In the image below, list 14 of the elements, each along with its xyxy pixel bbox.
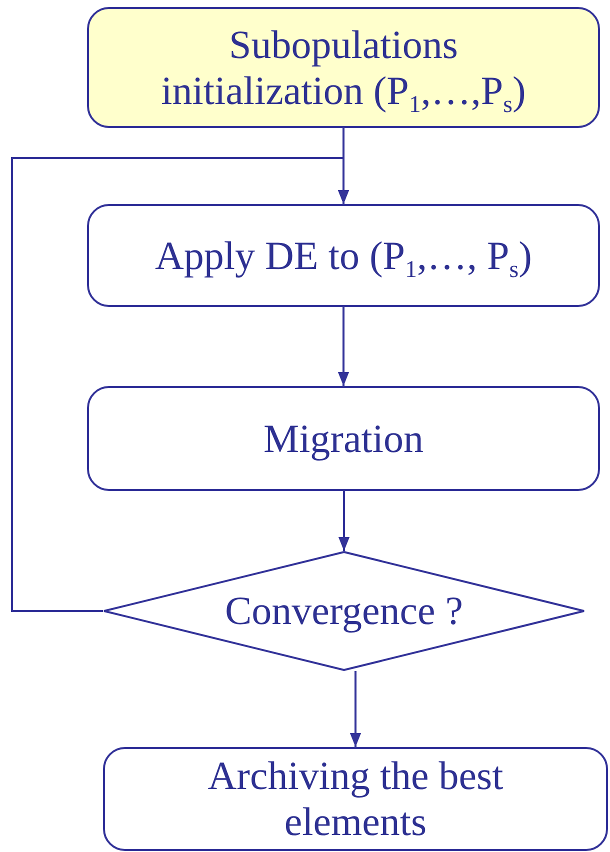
process-box <box>87 204 600 307</box>
node-text: Subopulations initialization (P$_{1}$,…,P$_{s}$) <box>160 22 527 114</box>
node-text: Migration <box>264 416 424 462</box>
process-box <box>87 386 600 491</box>
process-box <box>103 747 608 851</box>
node-text: Apply DE to (P$_{1}$,…, P$_{s}$) <box>155 232 532 278</box>
node-text: Archiving the best elements <box>206 753 504 845</box>
arrow <box>11 157 350 612</box>
arrow <box>338 307 350 386</box>
arrow <box>350 671 362 747</box>
node-text: Convergence ? <box>224 588 464 634</box>
process-box <box>87 7 600 128</box>
decision-diamond <box>103 551 585 671</box>
arrow <box>338 491 350 551</box>
